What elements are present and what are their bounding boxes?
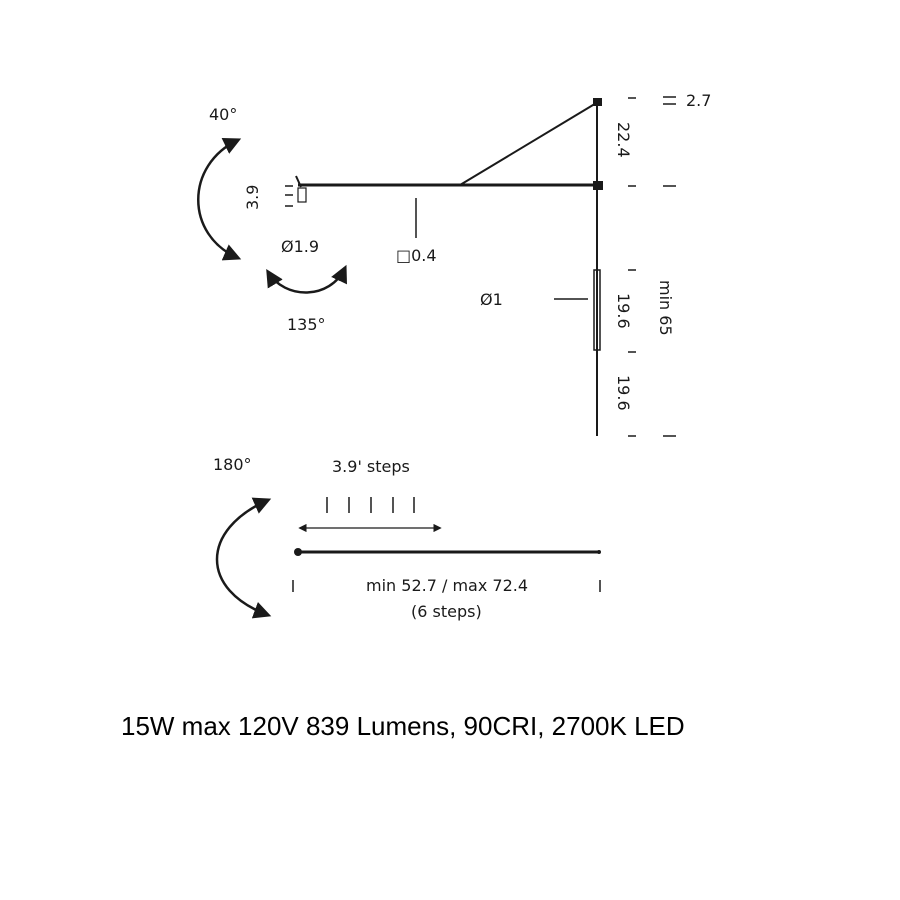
- head-height-label: 3.9: [243, 185, 262, 210]
- rotation-arc-arrow: [215, 497, 272, 619]
- dim-lower-1-label: 19.6: [614, 293, 633, 329]
- dim-top-label: 2.7: [686, 91, 711, 110]
- lamp-head: [297, 187, 307, 203]
- step-ticks: [326, 497, 415, 513]
- swivel-arc-arrow: [266, 264, 347, 294]
- tilt-angle-label: 40°: [209, 105, 237, 124]
- length-label: min 52.7 / max 72.4: [366, 576, 528, 595]
- swivel-angle-label: 135°: [287, 315, 326, 334]
- side-view: 40° 135° 3.9 Ø1.9 □0.4 Ø1 2.7 22.4 19.6 …: [197, 91, 711, 437]
- dim-lower-2-label: 19.6: [614, 375, 633, 411]
- dimension-ticks: [628, 96, 676, 437]
- rod-diameter-label: Ø1: [480, 290, 503, 309]
- arm-bracket: [593, 181, 603, 190]
- arm-pivot: [294, 548, 302, 556]
- top-view: 180° 3.9' steps min 52.7 / max 72.4 (6 s…: [213, 455, 601, 621]
- steps-count-label: (6 steps): [411, 602, 482, 621]
- arm-section-label: □0.4: [396, 246, 437, 265]
- head-diameter-label: Ø1.9: [281, 237, 319, 256]
- support-cable: [459, 101, 599, 186]
- dim-min-height-label: min 65: [656, 280, 675, 336]
- lamp-head-pivot: [295, 175, 302, 188]
- arm-end: [597, 550, 601, 554]
- steps-label: 3.9' steps: [332, 457, 410, 476]
- dim-upper-label: 22.4: [614, 122, 633, 158]
- rotation-angle-label: 180°: [213, 455, 252, 474]
- light-rod: [593, 269, 601, 351]
- spec-line: 15W max 120V 839 Lumens, 90CRI, 2700K LE…: [121, 711, 685, 741]
- tilt-arc-arrow: [197, 138, 242, 261]
